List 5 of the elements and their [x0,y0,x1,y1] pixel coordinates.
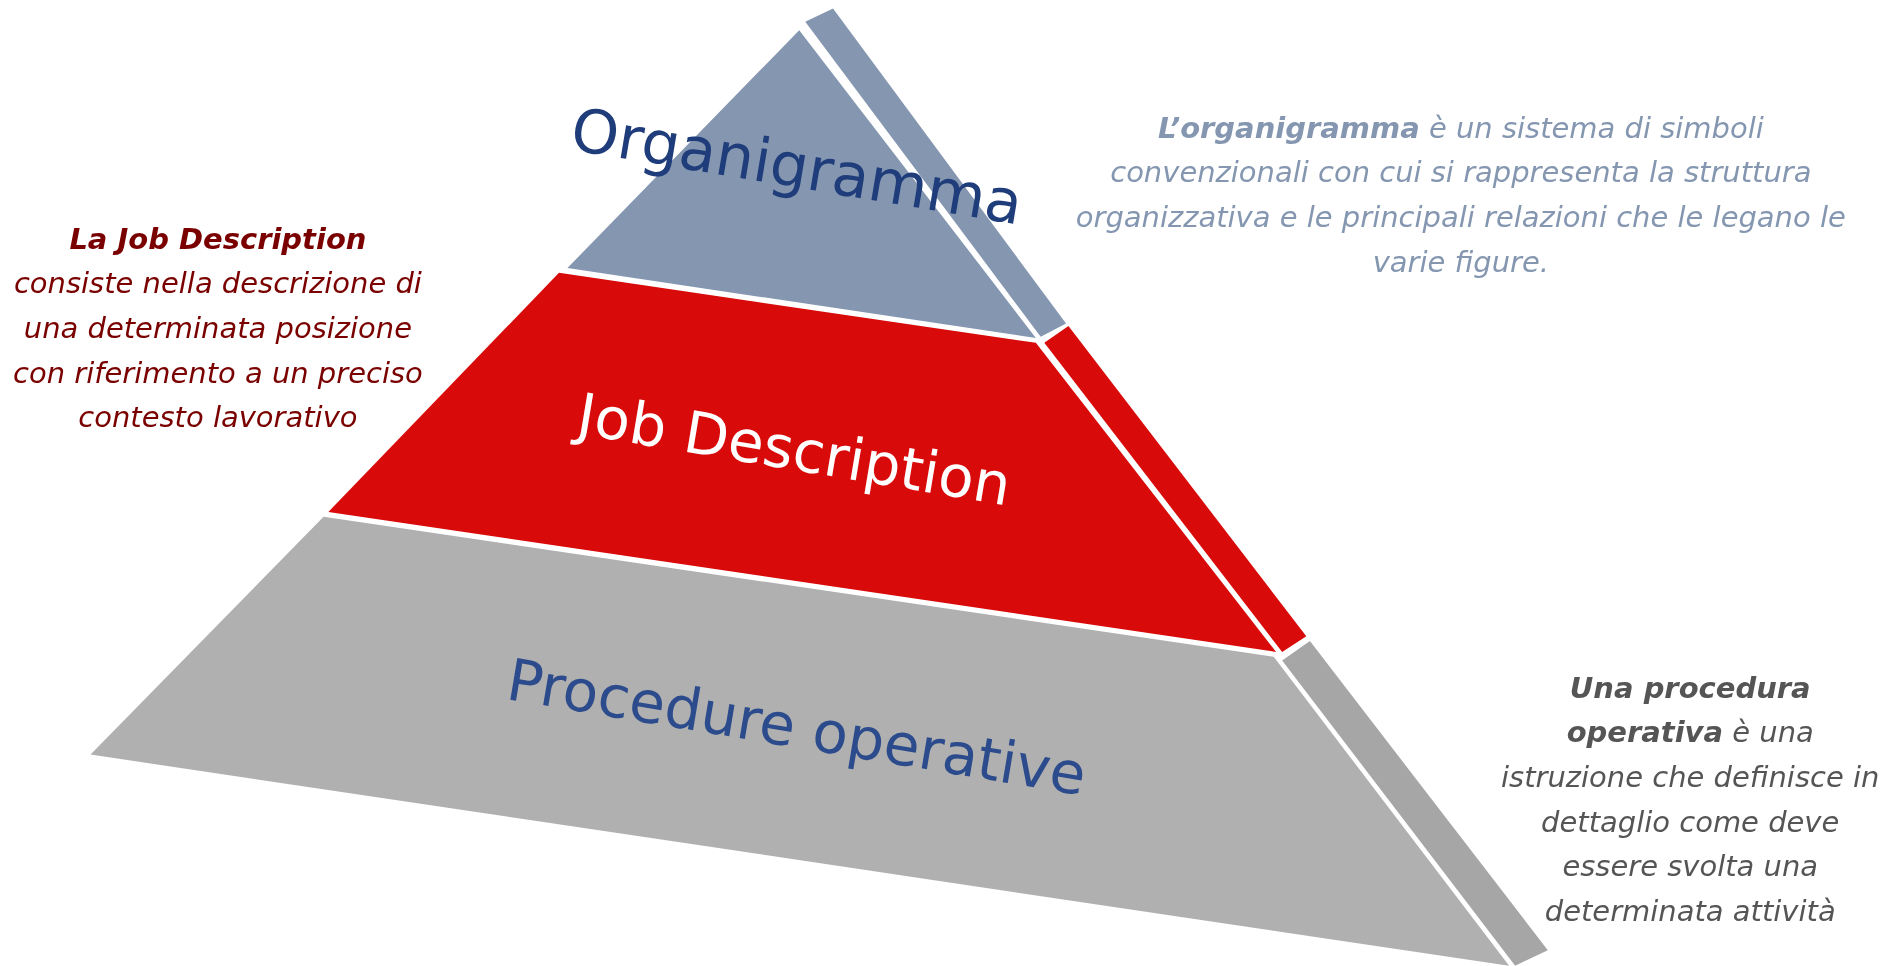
description-text: La Job Description consiste nella descrizione di una determinata posizione con riferimento a un preciso contesto lavorativo [12,221,424,437]
description-text: Una procedura operativa è una istruzione che definisce in dettaglio come deve essere svolta una determinata attività [1500,670,1881,931]
layer-title: Job Description [572,379,1016,519]
description-text: L’organigramma è un sistema di simboli convenzionali con cui si rappresenta la struttura organizzativa e le principali relazioni che le legano le varie figure. [1074,110,1847,281]
layer-title: Procedure operative [502,645,1092,809]
